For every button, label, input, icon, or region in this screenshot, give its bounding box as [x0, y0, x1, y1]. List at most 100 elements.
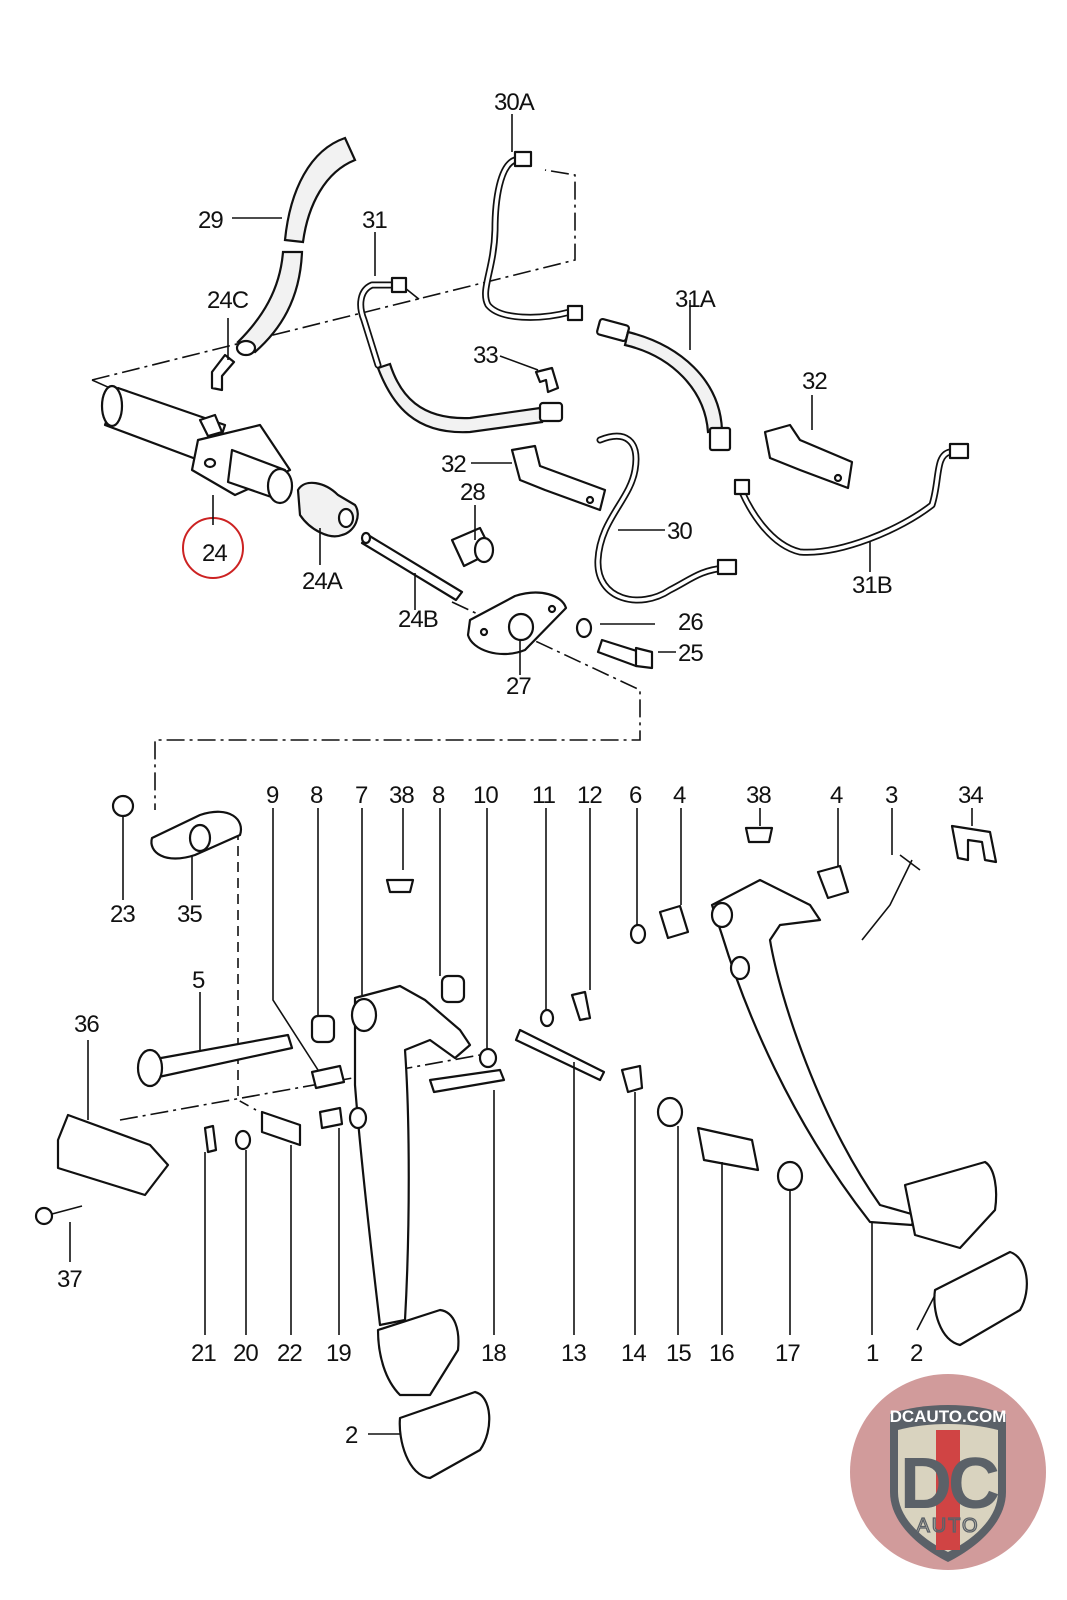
part-12-clip[interactable]	[570, 990, 592, 1022]
label-8: 8	[432, 782, 445, 809]
label-25: 25	[678, 640, 703, 667]
part-31a-hose[interactable]	[596, 317, 732, 452]
label-24c: 24C	[207, 287, 249, 314]
label-24b: 24B	[398, 606, 438, 633]
label-4: 4	[673, 782, 686, 809]
label-21: 21	[191, 1340, 216, 1367]
part-19-pin[interactable]	[318, 1106, 344, 1130]
label-14: 14	[621, 1340, 646, 1367]
label-3: 3	[885, 782, 898, 809]
label-34: 34	[958, 782, 983, 809]
part-2-pedal-pad[interactable]	[933, 1250, 1028, 1347]
part-31b-pipe[interactable]	[733, 442, 970, 556]
logo-stripe	[936, 1430, 960, 1550]
logo-initials: DC	[900, 1444, 999, 1524]
part-2-pedal-pad[interactable]	[398, 1390, 491, 1480]
logo-site-text: DCAUTO.COM	[890, 1407, 1007, 1426]
part-24a-boot[interactable]	[296, 481, 359, 538]
label-31b: 31B	[852, 572, 892, 599]
label-31a: 31A	[675, 286, 716, 313]
part-3-spring[interactable]	[861, 854, 921, 941]
label-8: 8	[310, 782, 323, 809]
label-13: 13	[561, 1340, 586, 1367]
part-36-switch[interactable]	[56, 1113, 170, 1197]
part-9-pin[interactable]	[310, 1064, 346, 1090]
part-30-pipe[interactable]	[594, 432, 738, 604]
part-18-pin[interactable]	[428, 1068, 506, 1094]
assembly-line	[154, 601, 641, 810]
label-18: 18	[481, 1340, 506, 1367]
label-35: 35	[177, 901, 202, 928]
part-23-nut[interactable]	[111, 794, 135, 818]
label-1: 1	[866, 1340, 879, 1367]
label-30a: 30A	[494, 89, 535, 116]
label-24a: 24A	[302, 568, 343, 595]
label-33: 33	[473, 342, 498, 369]
part-32-bracket[interactable]	[510, 444, 607, 512]
part-33-clip[interactable]	[534, 366, 560, 394]
part-4-bushing[interactable]	[658, 904, 690, 940]
part-24c-elbow[interactable]	[210, 353, 236, 392]
part-25-bolt[interactable]	[596, 638, 654, 670]
part-31-clutch-line[interactable]	[357, 276, 564, 434]
part-30a-pipe[interactable]	[482, 150, 584, 322]
dcauto-logo: DCAUTO.COM DC AUTO	[850, 1374, 1046, 1570]
label-5: 5	[192, 967, 205, 994]
label-29: 29	[198, 207, 223, 234]
part-10-bushing[interactable]	[478, 1047, 498, 1069]
part-35-gasket[interactable]	[150, 810, 243, 860]
label-22: 22	[277, 1340, 302, 1367]
part-29-reservoir-hose[interactable]	[235, 136, 357, 357]
leader-lines	[69, 114, 973, 1435]
label-24: 24	[202, 540, 227, 567]
part-6-washer[interactable]	[629, 923, 647, 945]
label-38: 38	[746, 782, 771, 809]
part-21-clip[interactable]	[203, 1124, 218, 1154]
label-9: 9	[266, 782, 279, 809]
label-2: 2	[910, 1340, 923, 1367]
label-38: 38	[389, 782, 414, 809]
label-2: 2	[345, 1422, 358, 1449]
part-11-washer[interactable]	[539, 1008, 555, 1028]
part-4-bushing[interactable]	[816, 864, 850, 900]
assembly-line	[119, 1054, 481, 1121]
label-6: 6	[629, 782, 642, 809]
part-7-clutch-pedal[interactable]	[348, 984, 472, 1397]
part-17-stop[interactable]	[776, 1160, 804, 1192]
part-5-pivot-shaft[interactable]	[136, 1033, 294, 1088]
part-1-brake-pedal[interactable]	[710, 878, 998, 1250]
part-38-bumper[interactable]	[744, 826, 774, 844]
assembly-line	[237, 830, 257, 1111]
part-26-washer[interactable]	[575, 617, 593, 639]
part-8-bearing[interactable]	[310, 1014, 336, 1044]
part-34-clip[interactable]	[950, 824, 998, 864]
part-8-bearing[interactable]	[440, 974, 466, 1004]
label-26: 26	[678, 609, 703, 636]
assembly-line	[404, 287, 421, 301]
part-15-bushing[interactable]	[656, 1096, 684, 1128]
part-24b-push-rod[interactable]	[360, 531, 464, 602]
label-11: 11	[532, 782, 556, 809]
part-38-bumper[interactable]	[385, 878, 415, 894]
label-19: 19	[326, 1340, 351, 1367]
label-28: 28	[460, 479, 485, 506]
part-24-master-cylinder[interactable]	[100, 384, 294, 505]
label-37: 37	[57, 1266, 82, 1293]
logo-word: AUTO	[916, 1515, 979, 1537]
part-13-rod[interactable]	[514, 1028, 606, 1082]
assembly-line	[91, 379, 111, 389]
label-16: 16	[709, 1340, 734, 1367]
part-28-spacer[interactable]	[450, 526, 495, 568]
label-15: 15	[666, 1340, 691, 1367]
part-16-spring[interactable]	[696, 1126, 760, 1172]
label-30: 30	[667, 518, 692, 545]
part-22-block[interactable]	[260, 1110, 302, 1147]
label-7: 7	[355, 782, 368, 809]
part-20-washer[interactable]	[234, 1129, 252, 1151]
part-37-screw[interactable]	[34, 1205, 83, 1226]
part-27-flange-plate[interactable]	[466, 591, 568, 655]
part-32-bracket[interactable]	[763, 423, 854, 490]
part-14-wing-nut[interactable]	[620, 1064, 644, 1094]
label-4: 4	[830, 782, 843, 809]
